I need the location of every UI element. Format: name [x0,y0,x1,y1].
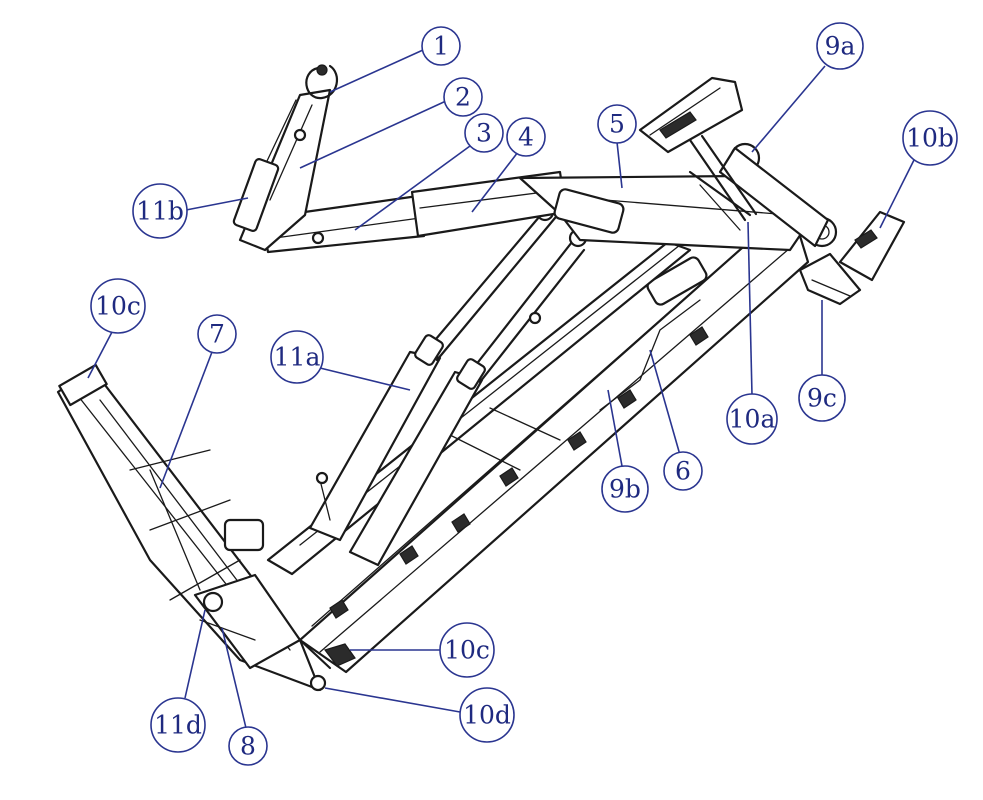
callout-label: 11a [274,343,321,372]
callout-label: 4 [518,123,534,152]
callout-label: 11b [136,197,184,226]
callout-label: 6 [675,457,691,486]
callout-9c: 9c [798,300,846,422]
rear-locks [638,76,906,306]
callout-2: 2 [299,77,483,169]
callout-11d: 11d [150,609,206,753]
callout-8: 8 [221,627,268,766]
callout-1: 1 [329,26,461,93]
callouts: 1 2 3 4 5 6 [87,22,958,766]
hydraulic-cylinders-11a [308,202,588,567]
callout-label: 11d [154,711,202,740]
callout-11a: 11a [270,330,411,391]
hook-arm [232,64,339,252]
callout-label: 9c [807,384,837,413]
callout-10d: 10d [324,687,515,743]
callout-label: 10b [906,124,954,153]
callout-9b: 9b [601,389,649,513]
callout-label: 10c [95,292,141,321]
callout-5: 5 [597,104,637,189]
callout-4: 4 [471,117,546,213]
lower-mechanism-8 [193,573,356,692]
callout-11b: 11b [132,183,249,239]
callout-label: 8 [240,732,256,761]
callout-10c-bottom: 10c [350,622,495,678]
upper-boom [260,142,838,254]
callout-label: 3 [476,119,492,148]
callout-label: 5 [609,110,625,139]
callout-10c-top: 10c [87,278,146,379]
callout-label: 9a [825,32,856,61]
callout-label: 1 [433,32,449,61]
callout-label: 2 [455,83,471,112]
callout-label: 9b [609,475,641,504]
callout-3: 3 [354,113,504,231]
subframe-6 [298,221,810,674]
callout-label: 10c [444,636,490,665]
frame-line-art [56,64,906,692]
callout-6: 6 [649,349,703,491]
callout-7: 7 [159,314,237,489]
callout-10b: 10b [879,110,958,229]
callout-9a: 9a [751,22,864,153]
callout-label: 7 [209,320,225,349]
callout-label: 10a [729,405,776,434]
callout-10a: 10a [726,221,778,445]
callout-label: 10d [463,701,511,730]
